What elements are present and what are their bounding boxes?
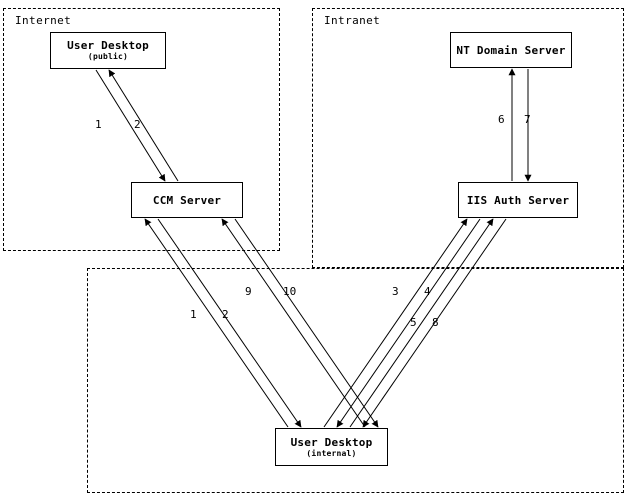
zone-internal-lan — [87, 268, 624, 493]
node-nt-domain-server[interactable]: NT Domain Server — [450, 32, 572, 68]
node-title: CCM Server — [152, 193, 222, 207]
edge-1 — [144, 218, 289, 428]
edge-label-edge-1-public: 1 — [95, 118, 102, 131]
edge-label-edge-8: 8 — [432, 316, 439, 329]
edge-2 — [157, 218, 302, 428]
edge-label-edge-5: 5 — [410, 316, 417, 329]
edge-4 — [336, 218, 481, 428]
edge-3 — [323, 218, 468, 428]
node-title: User Desktop — [67, 39, 149, 52]
edge-lines — [95, 68, 532, 428]
zone-internet — [3, 8, 280, 251]
edge-label-edge-6: 6 — [498, 113, 505, 126]
edge-8 — [362, 218, 507, 428]
zone-internet-label: Internet — [15, 14, 72, 27]
edge-2 — [108, 69, 179, 182]
edge-label-edge-10: 10 — [283, 285, 297, 298]
node-iis-auth-server[interactable]: IIS Auth Server — [458, 182, 578, 218]
edge-9 — [221, 218, 366, 428]
node-subtitle: (public) — [87, 52, 129, 61]
edge-label-edge-1-internal: 1 — [190, 308, 197, 321]
edge-label-edge-2-internal: 2 — [222, 308, 229, 321]
node-user-desktop-internal[interactable]: User Desktop (internal) — [275, 428, 388, 466]
zone-intranet-label: Intranet — [324, 14, 381, 27]
edge-label-edge-4: 4 — [424, 285, 431, 298]
edge-label-edge-7: 7 — [524, 113, 531, 126]
node-ccm-server[interactable]: CCM Server — [131, 182, 243, 218]
zone-intranet — [312, 8, 624, 268]
edge-1 — [95, 69, 166, 182]
node-subtitle: (internal) — [306, 448, 357, 458]
edge-label-edge-9: 9 — [245, 285, 252, 298]
edge-10 — [234, 218, 379, 428]
node-user-desktop-public[interactable]: User Desktop (public) — [50, 32, 166, 69]
node-title: NT Domain Server — [456, 43, 566, 57]
edge-label-edge-2-public: 2 — [134, 118, 141, 131]
node-title: IIS Auth Server — [466, 193, 570, 207]
edge-5 — [349, 218, 494, 428]
node-title: User Desktop — [290, 435, 373, 449]
edge-label-edge-3: 3 — [392, 285, 399, 298]
